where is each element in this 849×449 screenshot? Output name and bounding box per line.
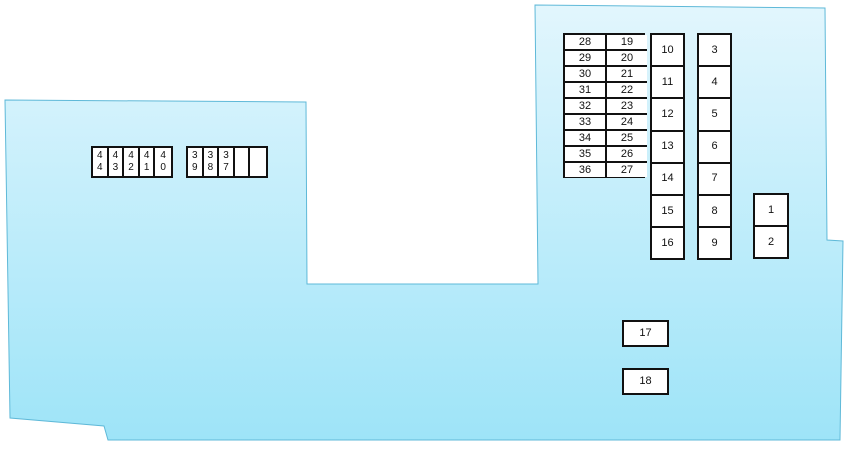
grid-divider: [607, 49, 647, 51]
fuse-39: 39: [188, 148, 204, 176]
fuse-24: 24: [607, 115, 647, 129]
fuse-40: 40: [155, 148, 171, 176]
fuse-15: 15: [650, 194, 685, 229]
fuse-6: 6: [697, 129, 732, 164]
fuse-27: 27: [607, 163, 647, 177]
fuse-1: 1: [753, 193, 789, 228]
fuse-20: 20: [607, 51, 647, 65]
fuse-36: 36: [565, 163, 605, 177]
fuse-label: 42: [128, 150, 134, 173]
fuse-43: 43: [108, 148, 125, 176]
fuse-9: 9: [697, 226, 732, 261]
fuse-35: 35: [565, 147, 605, 161]
fuse-label: 40: [160, 150, 166, 173]
fuse-3: 3: [697, 33, 732, 68]
fuse-21: 21: [607, 67, 647, 81]
fuse-29: 29: [565, 51, 605, 65]
grid-divider: [565, 49, 605, 51]
fuse-38: 38: [203, 148, 220, 176]
grid-divider: [565, 113, 605, 115]
fuse-16: 16: [650, 226, 685, 261]
fuse-blank: [250, 148, 266, 176]
fuse-19: 19: [607, 35, 647, 49]
fuse-34: 34: [565, 131, 605, 145]
fuse-4: 4: [697, 65, 732, 100]
fuse-label: 41: [143, 150, 150, 173]
fuse-12: 12: [650, 97, 685, 132]
fuse-23: 23: [607, 99, 647, 113]
fuse-7: 7: [697, 161, 732, 196]
fuse-33: 33: [565, 115, 605, 129]
fuse-13: 13: [650, 129, 685, 164]
fuse-31: 31: [565, 83, 605, 97]
grid-divider: [607, 65, 647, 67]
fuse-30: 30: [565, 67, 605, 81]
fuse-blank: [234, 148, 251, 176]
grid-divider: [607, 129, 647, 131]
fuse-41: 41: [139, 148, 156, 176]
fuse-block-left-b: 39 38 37: [186, 146, 268, 178]
grid-divider: [607, 145, 647, 147]
fuse-8: 8: [697, 194, 732, 229]
fuse-26: 26: [607, 147, 647, 161]
fuse-44: 44: [93, 148, 109, 176]
grid-divider: [565, 145, 605, 147]
fuse-14: 14: [650, 161, 685, 196]
grid-divider: [565, 81, 605, 83]
grid-divider: [607, 97, 647, 99]
fuse-label: 39: [192, 150, 198, 173]
fuse-label: 43: [112, 150, 119, 173]
fuse-label: 44: [97, 150, 103, 173]
fuse-11: 11: [650, 65, 685, 100]
fuse-2: 2: [753, 225, 789, 260]
fuse-22: 22: [607, 83, 647, 97]
grid-divider: [565, 97, 605, 99]
fuse-32: 32: [565, 99, 605, 113]
fuse-block-left-a: 44 43 42 41 40: [91, 146, 173, 178]
fuse-42: 42: [124, 148, 140, 176]
fuse-label: 38: [207, 150, 214, 173]
grid-divider: [565, 129, 605, 131]
grid-divider: [565, 65, 605, 67]
fuse-10: 10: [650, 33, 685, 68]
grid-divider: [565, 161, 605, 163]
grid-divider: [607, 81, 647, 83]
fuse-17: 17: [622, 320, 669, 347]
fuse-25: 25: [607, 131, 647, 145]
fuse-label: 37: [223, 150, 229, 173]
fuse-37: 37: [219, 148, 235, 176]
grid-divider: [607, 113, 647, 115]
grid-divider: [607, 161, 647, 163]
grid-center-divider: [605, 35, 607, 176]
fuse-18: 18: [622, 368, 669, 395]
fuse-28: 28: [565, 35, 605, 49]
fuse-5: 5: [697, 97, 732, 132]
